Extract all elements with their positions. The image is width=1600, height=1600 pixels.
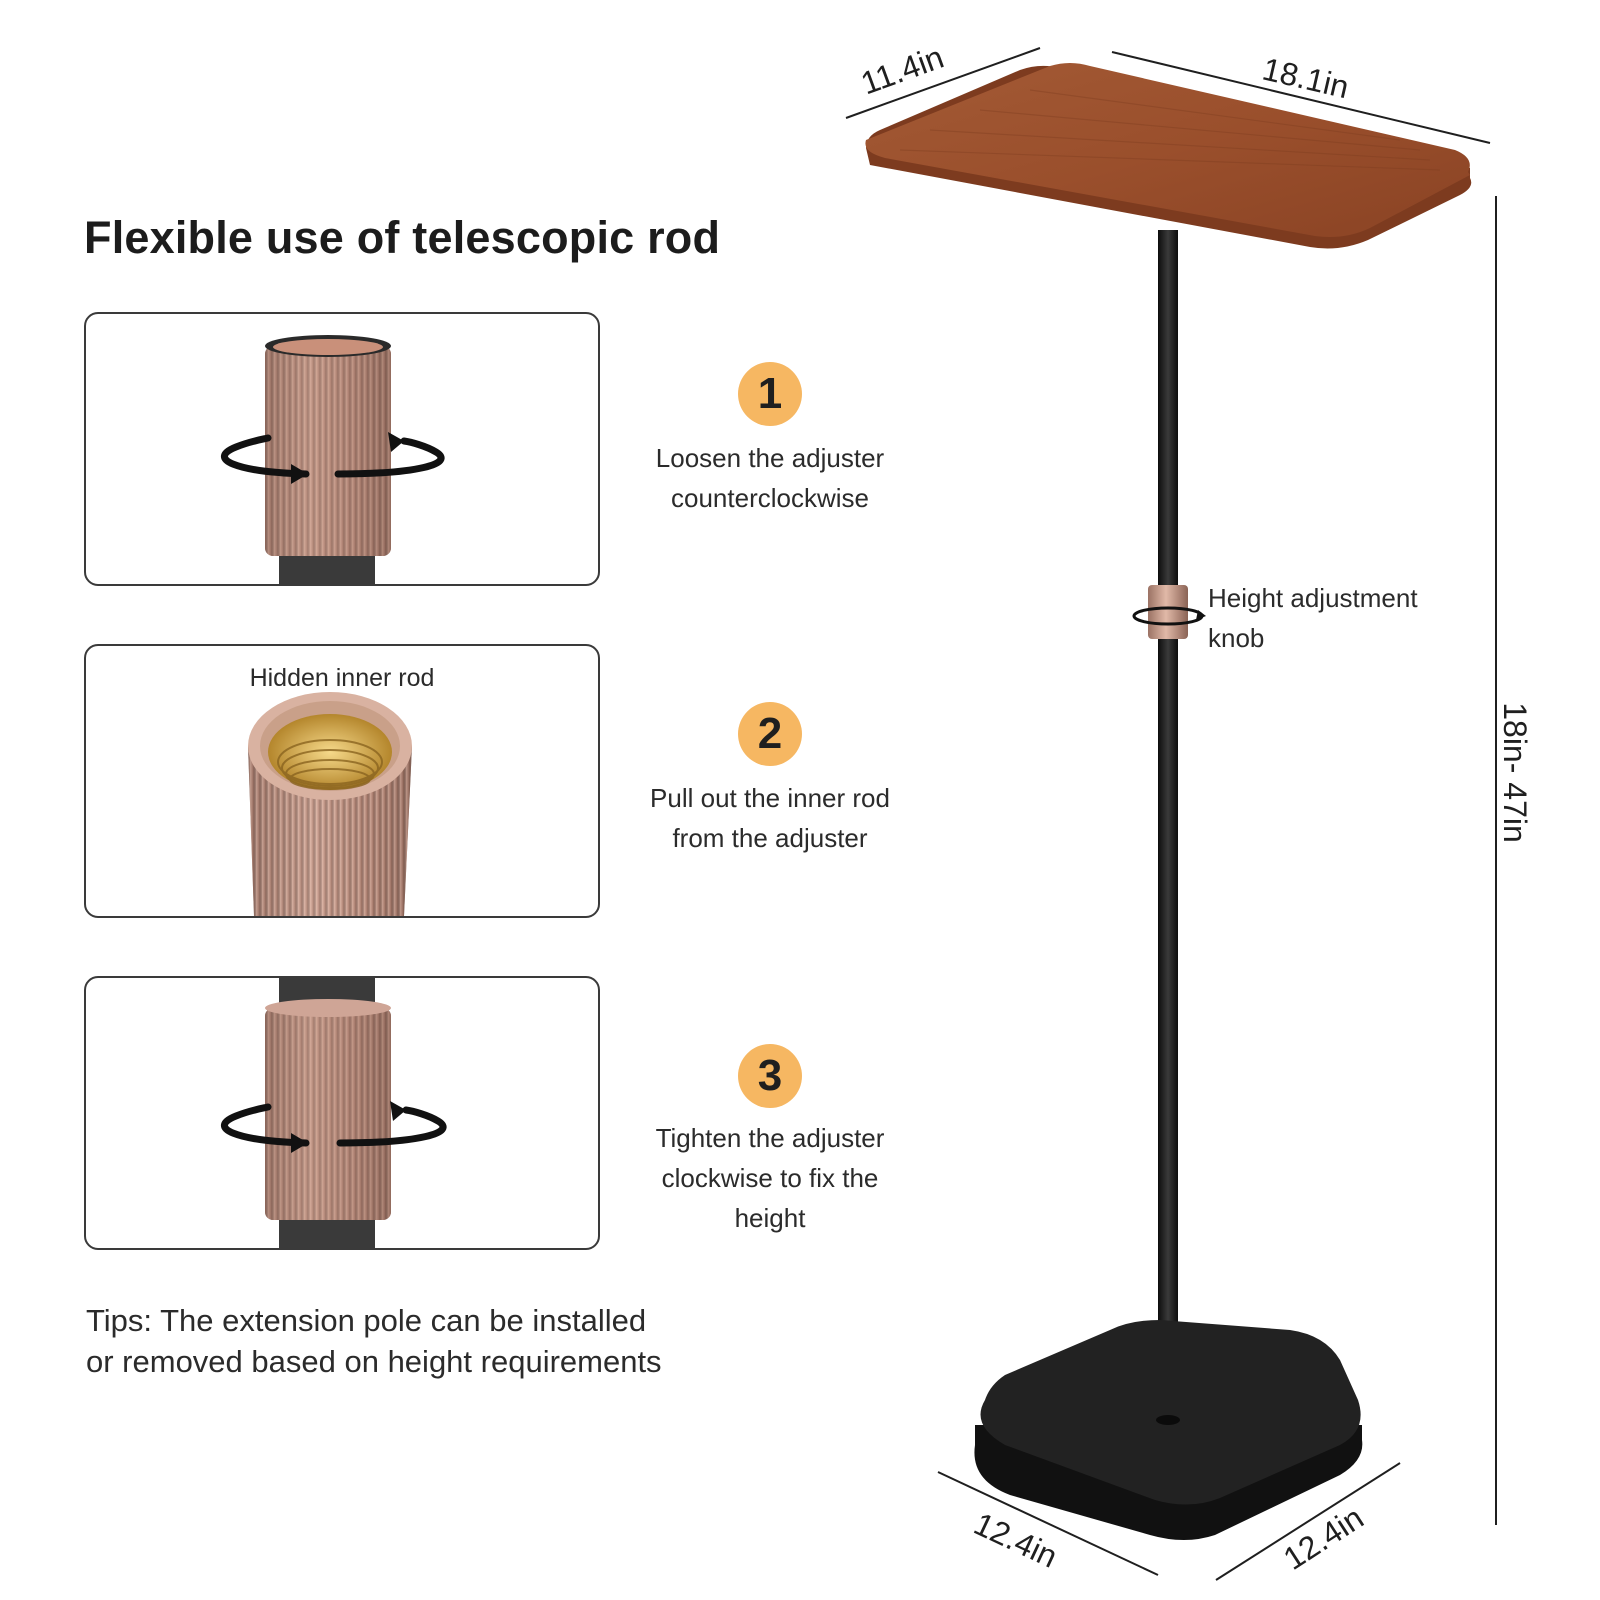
- dimension-height-range: 18in- 47in: [1496, 702, 1533, 843]
- step-1-badge: 1: [738, 362, 802, 426]
- tips-text: Tips: The extension pole can be installe…: [86, 1303, 662, 1379]
- step-3-badge: 3: [738, 1044, 802, 1108]
- step-3-illustration: [84, 976, 600, 1250]
- pole: [1158, 230, 1178, 1420]
- page-title: Flexible use of telescopic rod: [84, 212, 721, 263]
- square-base: [974, 1320, 1363, 1540]
- step-1-text: Loosen the adjuster counterclockwise: [655, 443, 885, 513]
- dimension-lines: [845, 47, 1497, 1581]
- inner-rod-illustration: [248, 692, 412, 916]
- panel-caption: Hidden inner rod: [249, 664, 435, 692]
- height-adjustment-knob: [1148, 585, 1188, 639]
- step-2-badge: 2: [738, 702, 802, 766]
- step-1-illustration: [84, 312, 600, 586]
- knob-label: Height adjustment knob: [1208, 583, 1418, 653]
- clockwise-arrow-icon: [220, 1101, 447, 1153]
- rotation-arrow-icon: [1132, 606, 1206, 626]
- thread-opening: [268, 714, 392, 790]
- step-3-text: Tighten the adjuster clockwise to fix th…: [655, 1123, 885, 1233]
- inner-thread: [277, 739, 383, 790]
- adjuster-loosen-illustration: [220, 335, 445, 584]
- counterclockwise-arrow-icon: [220, 432, 445, 484]
- step-2-text: Pull out the inner rod from the adjuster: [650, 783, 890, 853]
- wooden-tabletop: [865, 63, 1472, 249]
- adjuster-tighten-illustration: [220, 978, 447, 1248]
- step-2-illustration: Hidden inner rod: [84, 644, 600, 918]
